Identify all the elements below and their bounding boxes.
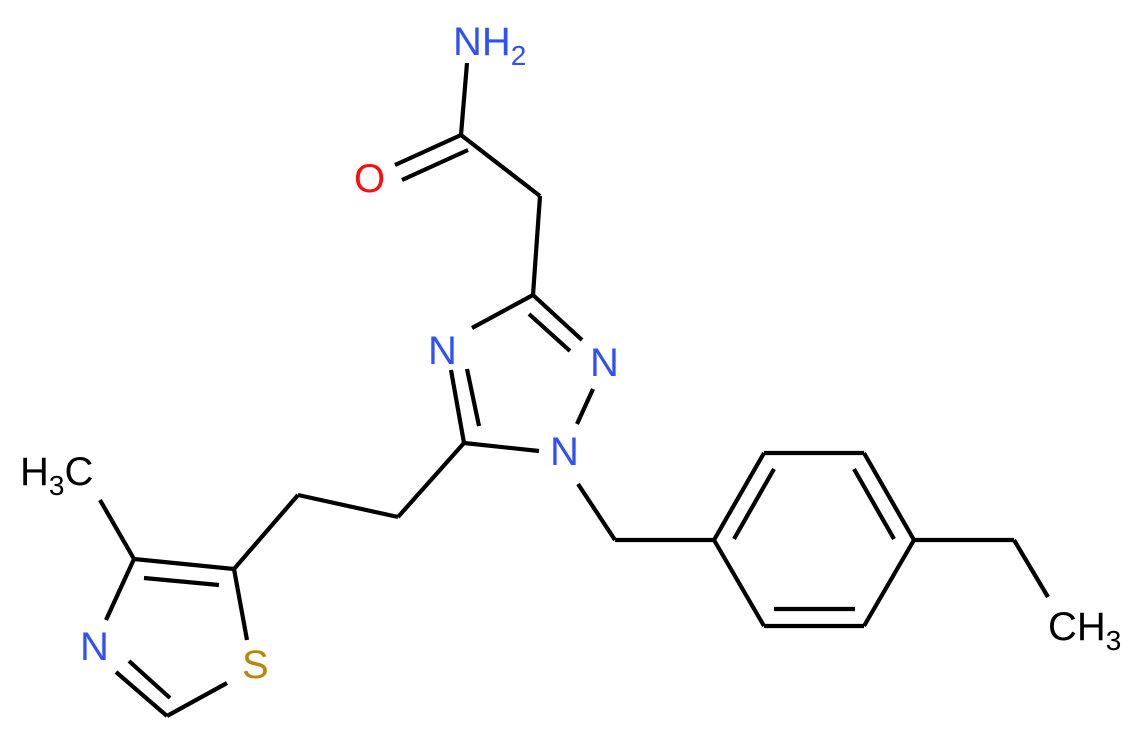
bond-s-c5 [231, 568, 250, 641]
bond-c5-ch2a [396, 441, 466, 519]
bond-c3-n2-inner [527, 312, 572, 353]
label-amide-nh2: NH2 [453, 20, 526, 71]
bond-ch2-triazole [530, 195, 543, 296]
bond-n3-c2-inner [127, 659, 172, 700]
label-triazole-n1: N [550, 430, 579, 474]
bond-c3-n2 [531, 293, 584, 342]
bond-ring-1-2-inner [732, 467, 776, 541]
bond-c4-n3 [104, 558, 136, 621]
bond-ring-4-5 [862, 538, 916, 628]
label-triazole-n2: N [590, 341, 619, 385]
bond-c-ch2 [459, 133, 542, 198]
bond-ring-1-2 [712, 451, 766, 542]
label-triazole-n4: N [428, 329, 457, 373]
bond-n1-c5 [463, 440, 540, 454]
atom-labels: NH2 O N N N N S H3C CH3 [20, 20, 1121, 687]
bond-ch2b-thiazole [232, 493, 300, 571]
bond-n2-n1 [575, 388, 595, 425]
bond-ring-3-4 [862, 451, 916, 542]
label-thiazole-s: S [242, 643, 269, 687]
acetamide-group [394, 62, 543, 296]
bond-c-n-amide [458, 62, 470, 136]
bond-c4-methyl [98, 498, 136, 561]
bond-c-o-double-1 [394, 133, 462, 167]
bond-c3-n4 [471, 293, 534, 330]
label-thiazole-n: N [80, 625, 109, 669]
bond-c5-n4-inner [464, 368, 482, 427]
bond-n1-ch2 [576, 482, 617, 542]
bond-c5-c4-inner [143, 575, 220, 588]
bond-ch2a-ch2b [297, 492, 399, 520]
thiazole-ring [98, 498, 250, 718]
bond-c-o-double-2 [401, 148, 469, 182]
bond-c2-s [165, 681, 229, 718]
bond-ring-6-1 [712, 538, 766, 628]
bond-ethyl-ch3 [1012, 538, 1050, 599]
label-methyl-h3c: H3C [20, 450, 93, 501]
label-carbonyl-o: O [354, 157, 385, 201]
ethylene-linker [232, 441, 466, 571]
triazole-ring [448, 293, 595, 454]
bond-c5-c4 [133, 556, 235, 572]
bond-n3-c2 [114, 670, 169, 718]
bond-c5-n4 [448, 369, 467, 444]
benzyl-group [576, 450, 1050, 629]
bond-ring-3-4-inner [852, 467, 896, 541]
label-ethyl-ch3: CH3 [1048, 605, 1121, 656]
